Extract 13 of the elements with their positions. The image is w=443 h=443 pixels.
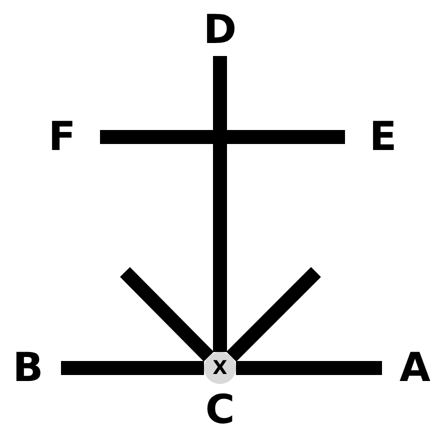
junction-circle: X <box>204 352 236 384</box>
connector-line <box>100 130 345 144</box>
connector-line <box>61 361 204 375</box>
connector-line <box>120 267 214 362</box>
point-label: A <box>398 346 432 390</box>
point-label: E <box>367 115 399 159</box>
connector-line <box>226 267 321 362</box>
connector-line <box>213 56 227 352</box>
point-label: D <box>202 8 238 52</box>
point-label: F <box>46 115 78 159</box>
point-label: B <box>11 346 45 390</box>
point-label: C <box>204 386 236 434</box>
connector-line <box>236 361 382 375</box>
